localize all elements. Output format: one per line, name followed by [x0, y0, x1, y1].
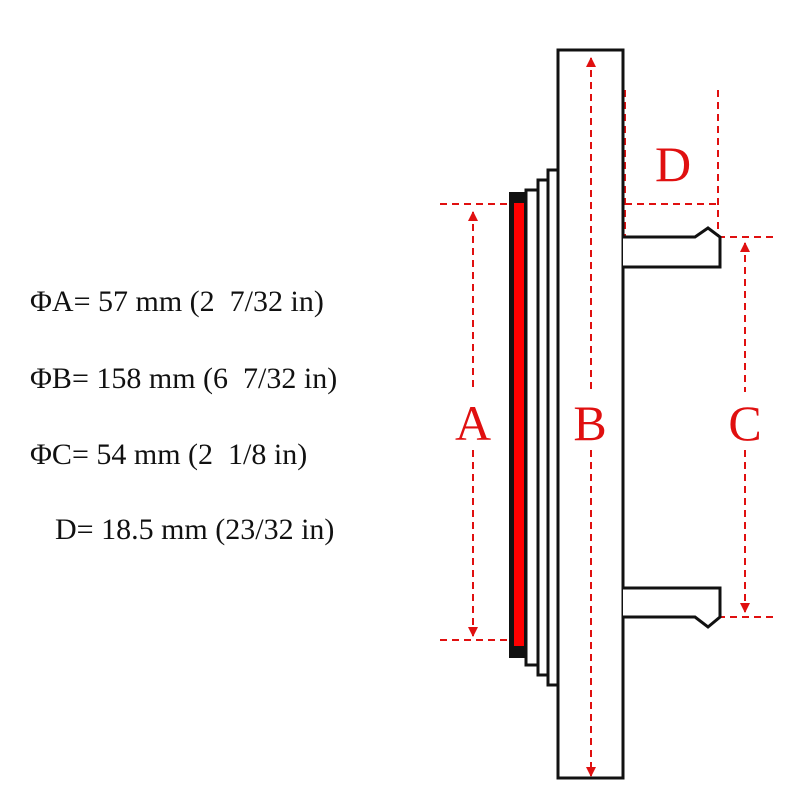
label-a: A [455, 395, 491, 451]
hose-barb-bottom [623, 586, 722, 629]
hose-barb-top [623, 226, 722, 269]
label-b: B [573, 395, 606, 451]
label-d: D [655, 136, 691, 192]
spec-diameter-b: ΦB= 158 mm (6 7/32 in) [30, 362, 338, 395]
label-c: C [728, 395, 761, 451]
spec-diameter-c: ΦC= 54 mm (2 1/8 in) [30, 438, 308, 471]
spec-depth-d: D= 18.5 mm (23/32 in) [55, 513, 335, 546]
extension-lines [440, 90, 775, 641]
gasket-seal [514, 203, 524, 646]
step-ring-outer [524, 188, 540, 667]
spec-diameter-a: ΦA= 57 mm (2 7/32 in) [30, 285, 324, 318]
